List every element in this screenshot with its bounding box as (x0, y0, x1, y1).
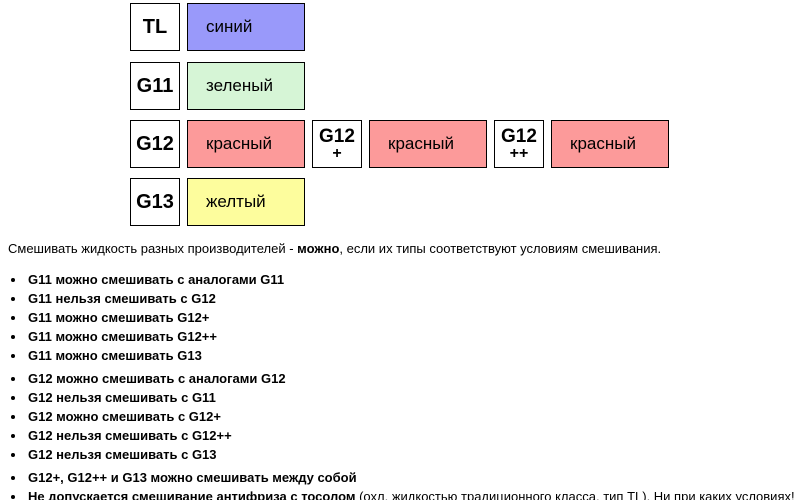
color-name: синий (206, 17, 253, 36)
row-g13: G13 желтый (130, 178, 305, 226)
rule-bold-part: Не допускается смешивание антифриза с то… (28, 489, 356, 500)
rule-item: G11 можно смешивать с аналогами G11 (26, 270, 797, 289)
type-box-g12: G12 (130, 120, 180, 168)
g11-rules-list: G11 можно смешивать с аналогами G11 G11 … (8, 270, 797, 365)
rule-item: G12 нельзя смешивать с G13 (26, 445, 797, 464)
type-box-g12plusplus: G12 ++ (494, 120, 544, 168)
row-tl: TL синий (130, 3, 305, 51)
rule-item: G12 можно смешивать с G12+ (26, 407, 797, 426)
rule-item: G11 можно смешивать G12+ (26, 308, 797, 327)
rule-normal-part: (охл. жидкостью традиционного класса, ти… (355, 489, 795, 500)
intro-paragraph: Смешивать жидкость разных производителей… (8, 241, 797, 257)
antifreeze-type-color-table: TL синий G11 зеленый G12 красный G12 + к… (0, 0, 797, 228)
type-label: G11 (136, 75, 174, 97)
rule-item: G12+, G12++ и G13 можно смешивать между … (26, 468, 797, 487)
row-g12: G12 красный G12 + красный G12 ++ красный (130, 120, 669, 168)
rule-item: G11 можно смешивать G13 (26, 346, 797, 365)
rule-item: Не допускается смешивание антифриза с то… (26, 487, 797, 500)
color-box-g12-red: красный (187, 120, 305, 168)
type-label: G13 (136, 191, 174, 213)
rule-item: G12 можно смешивать с аналогами G12 (26, 369, 797, 388)
intro-text-bold: можно (297, 241, 340, 256)
rule-item: G12 нельзя смешивать с G12++ (26, 426, 797, 445)
type-box-g11: G11 (130, 62, 180, 110)
color-box-g13-yellow: желтый (187, 178, 305, 226)
intro-text-after: , если их типы соответствуют условиям см… (339, 241, 662, 256)
rule-bold-part: G12+, G12++ и G13 можно смешивать между … (28, 470, 357, 485)
row-g11: G11 зеленый (130, 62, 305, 110)
rule-item: G11 нельзя смешивать с G12 (26, 289, 797, 308)
type-label-suffix: ++ (509, 144, 529, 162)
color-name: желтый (206, 192, 266, 211)
type-box-tl: TL (130, 3, 180, 51)
rule-item: G12 нельзя смешивать с G11 (26, 388, 797, 407)
type-label: TL (142, 16, 168, 38)
type-label: G12 (501, 125, 537, 147)
color-name: красный (388, 134, 454, 153)
color-name: зеленый (206, 76, 273, 95)
color-box-g12plus-red: красный (369, 120, 487, 168)
type-box-g12plus: G12 + (312, 120, 362, 168)
color-box-g11-green: зеленый (187, 62, 305, 110)
color-box-g12plusplus-red: красный (551, 120, 669, 168)
type-label: G12 (136, 133, 174, 155)
rule-item: G11 можно смешивать G12++ (26, 327, 797, 346)
intro-text-before: Смешивать жидкость разных производителей… (8, 241, 298, 256)
g12-rules-list: G12 можно смешивать с аналогами G12 G12 … (8, 369, 797, 464)
color-name: красный (206, 134, 272, 153)
color-box-tl-blue: синий (187, 3, 305, 51)
type-label-suffix: + (332, 144, 342, 162)
type-label: G12 (319, 125, 355, 147)
final-rules-list: G12+, G12++ и G13 можно смешивать между … (8, 468, 797, 500)
color-name: красный (570, 134, 636, 153)
type-box-g13: G13 (130, 178, 180, 226)
